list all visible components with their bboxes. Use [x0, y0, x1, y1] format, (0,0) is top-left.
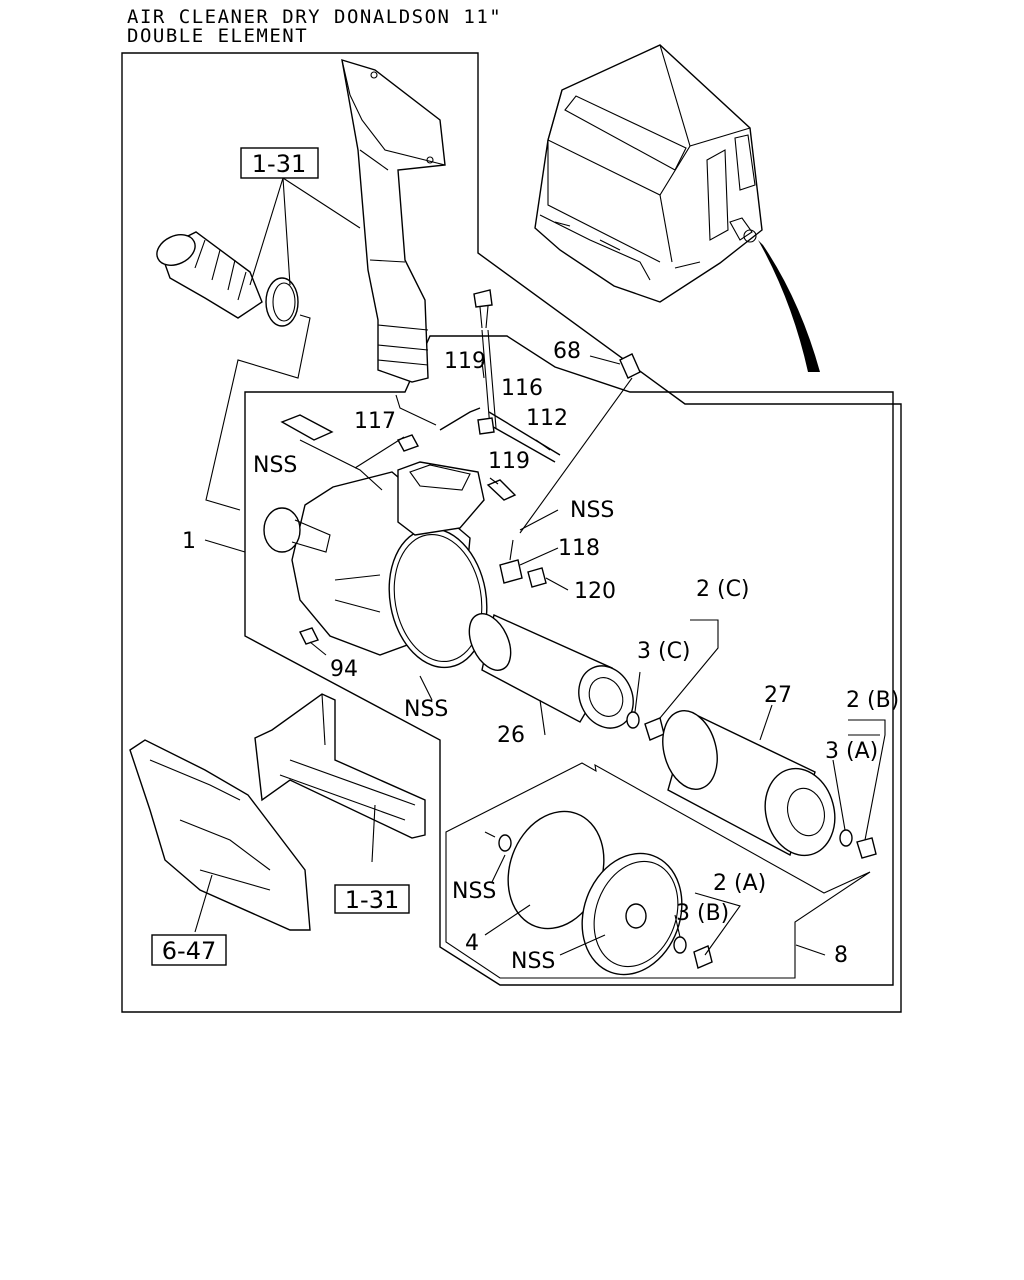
callout-117: 117: [354, 409, 396, 434]
hose-clamp: [265, 277, 299, 327]
callout-120: 120: [574, 579, 616, 604]
outer-frame: [121, 52, 902, 1013]
truck-cab: [534, 44, 763, 303]
callout-1: 1: [182, 529, 196, 554]
callout-4: 4: [465, 931, 479, 956]
cover-plate: [581, 852, 683, 976]
bracket-118: [499, 539, 523, 584]
location-arrow: [758, 240, 820, 372]
ref-box-1-31-top[interactable]: [240, 147, 319, 179]
intake-hose: [156, 231, 263, 319]
ref-label-6-47[interactable]: 6-47: [162, 937, 216, 965]
clamp-116: [477, 417, 495, 435]
kit-frame: [445, 762, 871, 979]
callout-3b: 3 (B): [676, 901, 729, 926]
seal-nss-small: [498, 834, 512, 852]
callout-2c: 2 (C): [696, 577, 750, 602]
frame-member: [254, 693, 426, 839]
assembly-frame: [244, 335, 894, 986]
callout-2b: 2 (B): [846, 688, 899, 713]
ref-label-1-31-top[interactable]: 1-31: [252, 150, 306, 178]
secondary-element-27: [662, 710, 877, 859]
callout-68: 68: [553, 339, 581, 364]
ref-box-1-31-bottom[interactable]: [334, 884, 410, 914]
indicator-68: [519, 353, 641, 534]
callout-2a: 2 (A): [713, 871, 766, 896]
nss-plate: [280, 414, 334, 441]
callout-26: 26: [497, 723, 525, 748]
air-cleaner-body: [263, 461, 488, 669]
callout-nss-5: NSS: [511, 949, 555, 974]
ref-box-6-47[interactable]: [151, 934, 227, 966]
callout-nss-4: NSS: [452, 879, 496, 904]
callout-3c: 3 (C): [637, 639, 691, 664]
chassis-bracket: [129, 739, 311, 931]
callout-94: 94: [330, 657, 358, 682]
callout-8: 8: [834, 943, 848, 968]
ref-label-1-31-bottom[interactable]: 1-31: [345, 886, 399, 914]
callout-27: 27: [764, 683, 792, 708]
diagram-subtitle: DOUBLE ELEMENT: [127, 25, 309, 47]
callout-nss-3: NSS: [404, 697, 448, 722]
bolt-94: [299, 627, 319, 645]
leader-lines: [194, 177, 886, 956]
diagram-title: AIR CLEANER DRY DONALDSON 11": [127, 6, 503, 28]
callout-nss-2: NSS: [570, 498, 614, 523]
bolt-119-mid: [486, 479, 517, 501]
callout-119-mid: 119: [488, 449, 530, 474]
callout-116: 116: [501, 376, 543, 401]
primary-element-26: [468, 613, 665, 741]
fitting-117: [396, 434, 420, 452]
callout-119-top: 119: [444, 349, 486, 374]
callout-112: 112: [526, 406, 568, 431]
callout-118: 118: [558, 536, 600, 561]
intake-duct: [341, 58, 446, 383]
callout-nss-1: NSS: [253, 453, 297, 478]
nut-120: [527, 567, 547, 588]
callout-3a: 3 (A): [825, 739, 878, 764]
